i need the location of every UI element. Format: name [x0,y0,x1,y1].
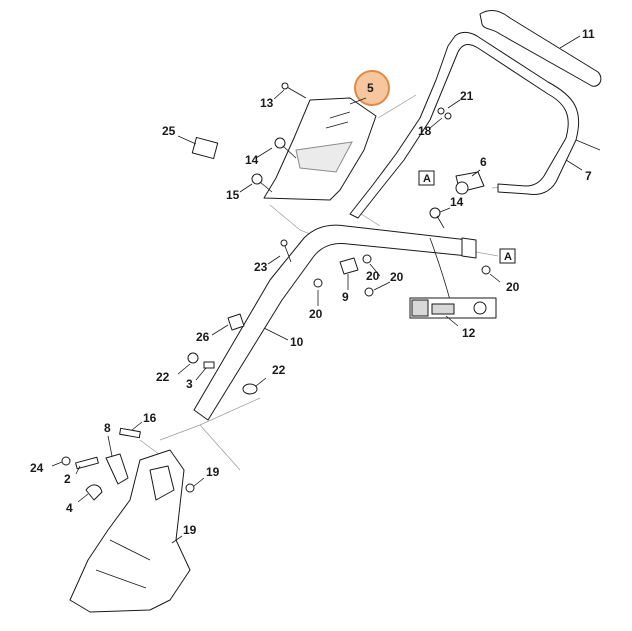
label-sticker [409,297,497,319]
callout-6: 6 [480,155,487,169]
callout-7: 7 [585,169,592,183]
hardware [61,82,491,550]
callout-10: 10 [290,335,304,349]
callout-20-d: 20 [506,280,520,294]
callout-16: 16 [143,411,157,425]
callout-14-right: 14 [450,195,464,209]
callout-20-a: 20 [366,269,380,283]
callout-20-c: 20 [309,307,323,321]
deck-bracket [69,449,191,613]
callout-13: 13 [260,96,274,110]
reference-mark-a-lower: A [499,248,516,264]
callout-20-b: 20 [390,270,404,284]
cover-plate [263,97,377,201]
callout-19-lower: 19 [183,523,197,537]
callout-18: 18 [418,124,432,138]
callout-22-right: 22 [272,363,286,377]
callout-2: 2 [64,472,71,486]
callout-21: 21 [460,89,474,103]
callout-26: 26 [196,330,210,344]
callout-5-highlight[interactable]: 5 [349,70,390,106]
upper-handle [349,10,602,219]
leader-lines [51,35,583,544]
callout-3: 3 [186,377,193,391]
reference-mark-a-upper: A [418,170,435,186]
callout-24: 24 [30,461,44,475]
callout-23: 23 [254,260,268,274]
callout-5: 5 [367,81,374,95]
callout-22-left: 22 [156,370,170,384]
callout-25: 25 [162,124,176,138]
reference-mark-label: A [423,173,431,185]
callout-9: 9 [342,290,349,304]
callout-8: 8 [104,421,111,435]
callout-12: 12 [462,326,476,340]
reference-mark-label: A [504,251,512,263]
callout-19-upper: 19 [206,465,220,479]
callout-labels: 11 7 13 25 14 15 21 18 6 14 23 20 20 9 2… [30,27,595,537]
callout-4: 4 [66,501,73,515]
callout-15: 15 [226,188,240,202]
lower-handle [193,224,477,421]
callout-11: 11 [582,27,595,41]
callout-14-upper: 14 [245,153,259,167]
